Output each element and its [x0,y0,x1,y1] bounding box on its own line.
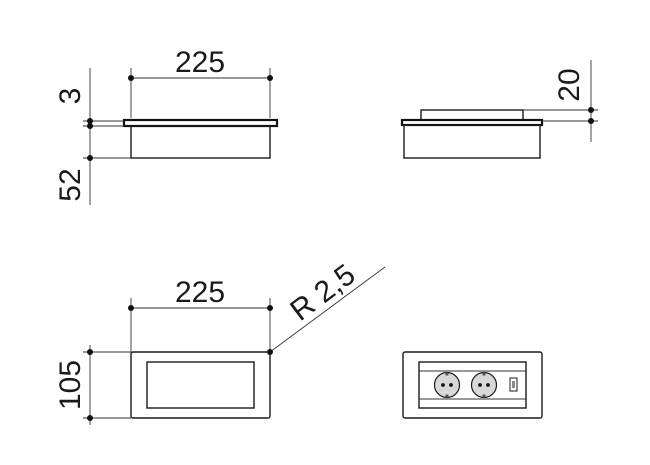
front-lid [122,118,279,128]
top-depth-label: 105 [54,360,87,410]
front-height-dot-bottom [87,155,93,161]
switch-toggle-icon [512,381,515,388]
front-box [130,125,271,159]
top-width-dot-right [267,305,273,311]
front-lid-label: 3 [54,88,87,105]
socket-2-pin-left [478,383,482,387]
top-depth-dot-bottom [87,415,93,421]
top-depth-dot-top [87,349,93,355]
radius-label: R 2,5 [284,258,361,328]
side-raised-top [420,109,524,121]
side-view: 20 [400,60,598,159]
radius-leader-line [269,266,386,353]
side-box [403,124,541,159]
front-lid-dot-top [87,118,93,124]
socket-1-pin-left [441,383,445,387]
front-width-dot-left [128,75,134,81]
front-view: 225 3 52 [54,46,279,205]
socket-2-face [470,371,498,399]
top-inner-panel [146,361,255,409]
top-outer-frame [130,351,271,419]
top-width-label: 225 [175,276,225,309]
socket-2-ground-top [482,372,486,376]
front-width-dot-right [267,75,273,81]
socket-2-ground-bottom [482,394,486,398]
top-width-dot-left [128,305,134,311]
side-lid [400,118,544,127]
socket-1 [433,371,461,399]
socket-1-ground-bottom [445,394,449,398]
top-view: 225 R 2,5 105 [54,258,386,425]
front-width-label: 225 [175,46,225,79]
outlet-inner-frame [418,361,527,409]
outlet-outer-frame [402,351,543,419]
socket-1-ground-top [445,372,449,376]
side-raised-dot-top [588,107,594,113]
socket-1-pin-right [449,383,453,387]
socket-2 [470,371,498,399]
side-raised-dot-bottom [588,118,594,124]
front-lid-dot-bottom [87,123,93,129]
radius-leader-dot [267,349,273,355]
front-height-label: 52 [54,168,87,201]
socket-1-face [433,371,461,399]
side-raised-label: 20 [553,68,586,101]
outlet-view [402,351,543,419]
socket-2-pin-right [486,383,490,387]
